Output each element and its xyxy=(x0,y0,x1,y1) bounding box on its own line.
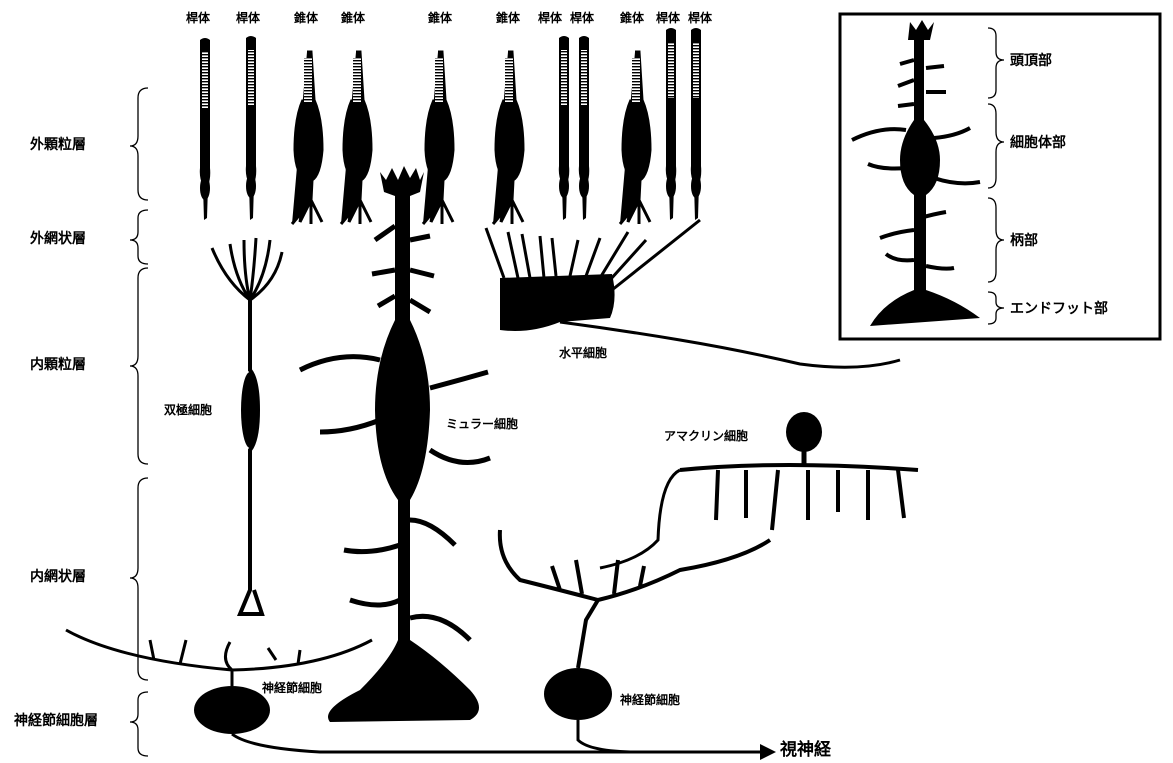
photoreceptor-label-cone: 錐体 xyxy=(496,12,520,24)
cell-label-amacrine: アマクリン細胞 xyxy=(664,430,748,442)
inset-label-apex: 頭頂部 xyxy=(1010,54,1052,68)
cell-label-ganglion: 神経節細胞 xyxy=(262,682,322,694)
brace-inner-plexiform xyxy=(130,478,148,680)
cone-cell xyxy=(620,52,650,224)
bipolar-cell xyxy=(212,238,282,614)
brace-outer-plexiform xyxy=(130,210,148,264)
inset-label-stalk: 柄部 xyxy=(1010,234,1038,248)
rod-cell xyxy=(559,36,569,220)
cone-cell xyxy=(493,52,523,224)
brace-ganglion-cell xyxy=(130,692,148,756)
photoreceptor-label-rod: 桿体 xyxy=(186,12,210,24)
cone-cell xyxy=(423,52,453,224)
ganglion-cell-right xyxy=(500,530,770,752)
muller-cell xyxy=(300,166,490,722)
cone-cell xyxy=(292,52,322,224)
photoreceptor-label-rod: 桿体 xyxy=(570,12,594,24)
photoreceptor-label-cone: 錐体 xyxy=(620,12,644,24)
layer-label-ganglion-cell: 神経節細胞層 xyxy=(14,714,98,728)
layer-label-outer-plexiform: 外網状層 xyxy=(30,232,86,246)
cone-cell xyxy=(341,52,371,224)
cell-label-horizontal: 水平細胞 xyxy=(559,347,607,359)
cell-label-muller: ミュラー細胞 xyxy=(446,418,518,430)
brace-inner-nuclear xyxy=(130,268,148,464)
brace-outer-nuclear xyxy=(130,88,148,200)
photoreceptor-label-rod: 桿体 xyxy=(236,12,260,24)
photoreceptor-label-cone: 錐体 xyxy=(341,12,365,24)
layer-label-outer-nuclear: 外顆粒層 xyxy=(30,138,86,152)
inset-label-endfoot: エンドフット部 xyxy=(1010,302,1108,316)
cell-label-ganglion: 神経節細胞 xyxy=(620,694,680,706)
layer-label-inner-plexiform: 内網状層 xyxy=(30,570,86,584)
photoreceptor-label-rod: 桿体 xyxy=(688,12,712,24)
photoreceptor-label-rod: 桿体 xyxy=(656,12,680,24)
rod-cell xyxy=(246,36,256,220)
optic-nerve-label: 視神経 xyxy=(780,742,831,759)
photoreceptor-label-cone: 錐体 xyxy=(294,12,318,24)
rod-cell xyxy=(691,28,701,220)
photoreceptor-label-rod: 桿体 xyxy=(538,12,562,24)
cell-label-bipolar: 双極細胞 xyxy=(164,404,212,416)
photoreceptors xyxy=(200,28,701,224)
rod-cell xyxy=(579,36,589,220)
rod-cell xyxy=(666,28,676,220)
horizontal-cell xyxy=(486,220,900,367)
rod-cell xyxy=(200,38,210,220)
inset-label-cell-body: 細胞体部 xyxy=(1010,136,1066,150)
photoreceptor-label-cone: 錐体 xyxy=(428,12,452,24)
muller-inset-panel xyxy=(840,14,1160,339)
layer-label-inner-nuclear: 内顆粒層 xyxy=(30,358,86,372)
